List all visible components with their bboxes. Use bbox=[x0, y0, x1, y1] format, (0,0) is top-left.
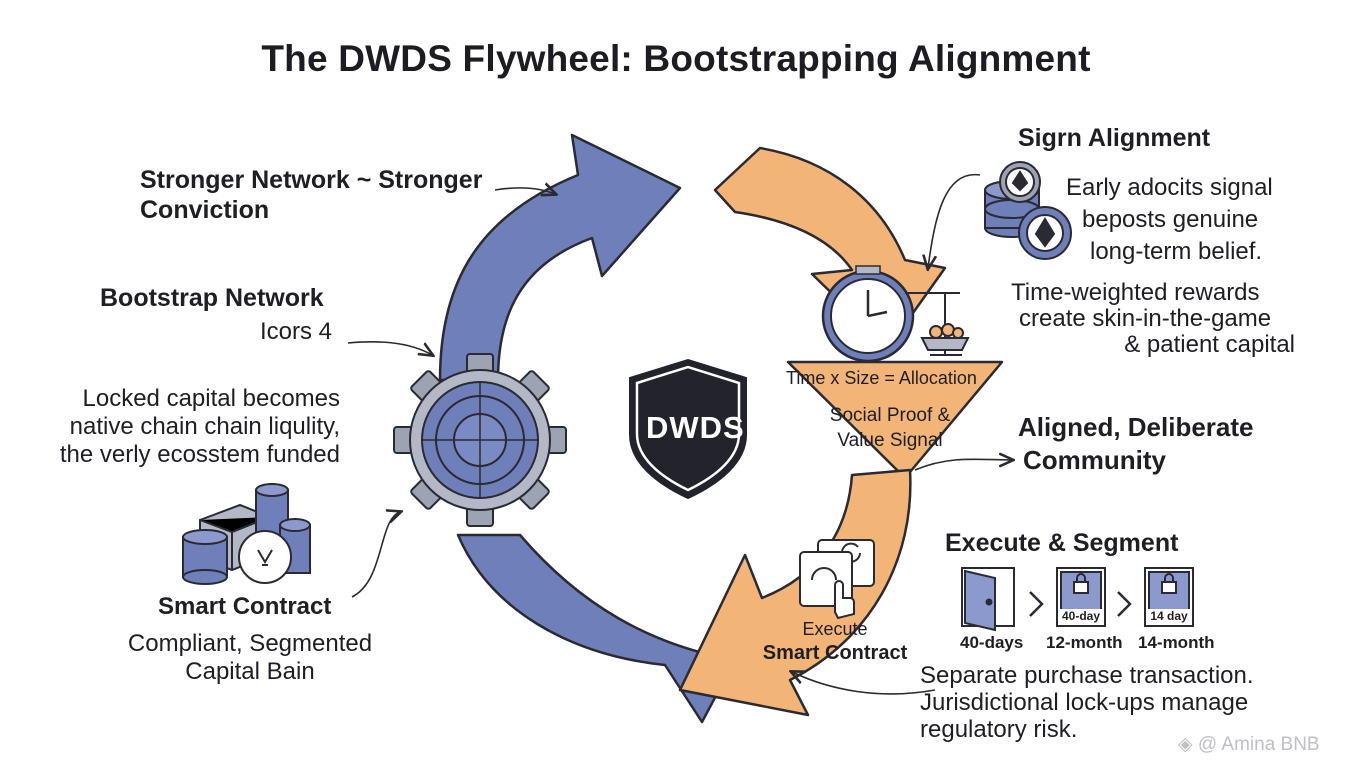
balance-scale-icon bbox=[905, 292, 970, 356]
lock-label: 14-month bbox=[1138, 633, 1215, 652]
dwds-shield-icon bbox=[629, 358, 747, 500]
bootstrap-line: native chain chain liqulity, bbox=[69, 413, 340, 440]
signal-description: Early adocits signal beposts genuine lon… bbox=[1060, 172, 1290, 268]
bootstrap-subheading: Icors 4 bbox=[260, 318, 333, 345]
lock-label: 12-month bbox=[1046, 633, 1123, 652]
aligned-line: Community bbox=[1023, 445, 1166, 475]
rewards-line: & patient capital bbox=[1124, 331, 1295, 358]
allocation-caption: Time x Size = Allocation bbox=[786, 368, 977, 388]
rewards-line: Time-weighted rewards bbox=[1011, 279, 1260, 306]
bootstrap-description: Locked capital becomes native chain chai… bbox=[20, 385, 340, 469]
orange-cycle-arrow-lower bbox=[678, 468, 912, 717]
lock-badge: 40-day bbox=[1060, 609, 1102, 623]
lock-badge: 14 day bbox=[1148, 609, 1190, 623]
social-proof-label: Social Proof & Value Signal bbox=[812, 403, 968, 453]
purple-cycle-arrow-lower bbox=[456, 533, 737, 724]
token-coins-icon bbox=[984, 161, 1072, 260]
smart-contract-heading: Smart Contract bbox=[158, 593, 332, 620]
execute-line: regulatory risk. bbox=[920, 716, 1078, 743]
signal-line: long-term belief. bbox=[1090, 238, 1263, 265]
watermark: ◈ @ Amina BNB bbox=[1178, 733, 1320, 756]
aligned-line: Aligned, Deliberate bbox=[1018, 412, 1254, 442]
smart-contract-touch-icon bbox=[799, 539, 875, 620]
signal-line: Early adocits signal bbox=[1066, 174, 1273, 201]
watermark-text: @ Amina BNB bbox=[1197, 734, 1320, 755]
bootstrap-heading: Bootstrap Network bbox=[100, 284, 324, 312]
execute-line: Separate purchase transaction. bbox=[920, 662, 1254, 689]
execute-contract-line: Execute bbox=[802, 619, 868, 639]
callout-arrows bbox=[347, 173, 1012, 695]
orange-funnel bbox=[786, 360, 1004, 480]
bootstrap-line: Locked capital becomes bbox=[82, 385, 340, 412]
door-label: 40-days bbox=[960, 633, 1024, 652]
locked-capital-stack-icon bbox=[182, 483, 311, 585]
execute-heading: Execute & Segment bbox=[945, 529, 1179, 557]
stronger-network-heading: Stronger Network ~ Stronger Conviction bbox=[140, 166, 483, 224]
social-proof-line: Value Signal bbox=[837, 430, 943, 451]
aligned-community-heading: Aligned, Deliberate Community bbox=[1018, 411, 1254, 477]
clock-icon bbox=[821, 265, 915, 363]
social-proof-line: Social Proof & bbox=[829, 405, 951, 426]
execute-contract-line: Smart Contract bbox=[762, 642, 908, 664]
purple-cycle-arrow-upper bbox=[438, 133, 682, 382]
dwds-logo-text: DWDS bbox=[646, 410, 745, 445]
smart-contract-line: Capital Bain bbox=[185, 658, 315, 685]
execute-contract-label: Execute Smart Contract bbox=[758, 617, 912, 665]
smart-contract-line: Compliant, Segmented bbox=[127, 630, 373, 657]
execute-line: Jurisdictional lock-ups manage bbox=[920, 689, 1249, 716]
signal-line: beposts genuine bbox=[1082, 206, 1259, 233]
rewards-line: create skin-in-the-game bbox=[1019, 305, 1272, 332]
smart-contract-description: Compliant, Segmented Capital Bain bbox=[110, 630, 390, 686]
page-title: The DWDS Flywheel: Bootstrapping Alignme… bbox=[261, 38, 1091, 79]
watermark-diamond-icon: ◈ bbox=[1178, 734, 1198, 755]
signal-rewards: Time-weighted rewards create skin-in-the… bbox=[1005, 280, 1295, 358]
execute-description: Separate purchase transaction. Jurisdict… bbox=[920, 662, 1260, 743]
gear-icon bbox=[393, 353, 567, 527]
signal-heading: Sigrn Alignment bbox=[1018, 124, 1211, 152]
bootstrap-line: the verly ecosstem funded bbox=[59, 441, 340, 468]
